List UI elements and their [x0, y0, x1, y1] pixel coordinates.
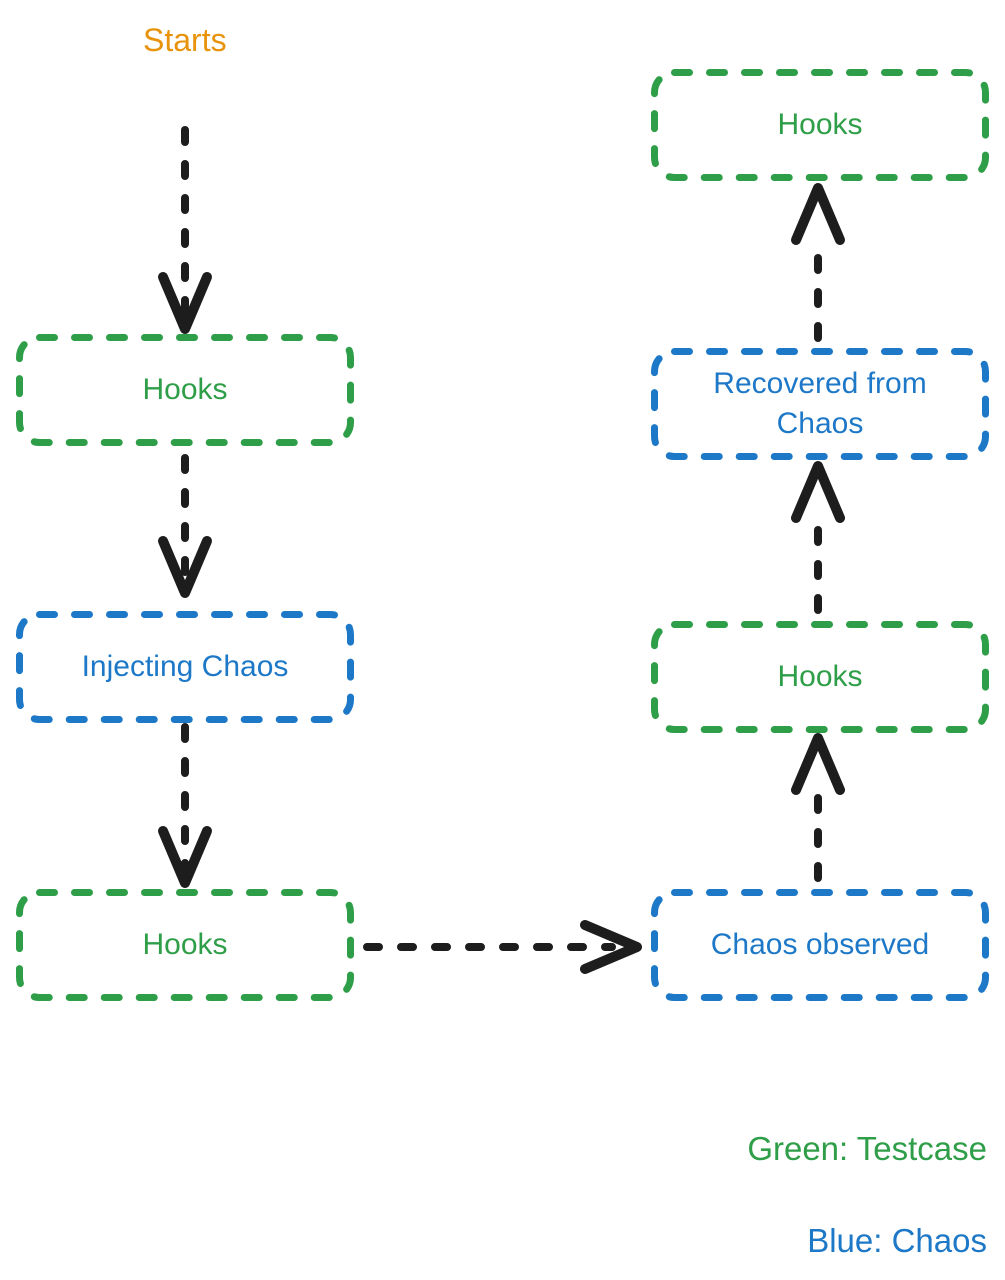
- node-label: Hooks: [777, 660, 863, 694]
- node-injecting-chaos: Injecting Chaos: [15, 610, 355, 724]
- start-label: Starts: [143, 22, 227, 58]
- node-hooks-3: Hooks: [650, 620, 990, 734]
- node-label: Recovered from Chaos: [713, 367, 927, 440]
- legend-testcase: Green: Testcase: [747, 1130, 987, 1167]
- node-label: Hooks: [777, 108, 863, 142]
- node-hooks-4: Hooks: [650, 68, 990, 182]
- arrow-recovered-to-hooks-4: [791, 183, 845, 342]
- arrow-injecting-chaos-to-hooks-2: [158, 723, 212, 888]
- node-label: Hooks: [142, 928, 228, 962]
- legend-chaos: Blue: Chaos: [807, 1222, 987, 1259]
- node-recovered-from-chaos: Recovered from Chaos: [650, 347, 990, 461]
- arrow-hooks-1-to-injecting-chaos: [158, 454, 212, 598]
- arrow-start-to-hooks-1: [158, 126, 212, 334]
- arrow-chaos-observed-to-hooks-3: [791, 733, 845, 882]
- node-label: Chaos observed: [710, 928, 930, 962]
- node-label: Hooks: [142, 373, 228, 407]
- node-label: Injecting Chaos: [81, 650, 289, 684]
- arrow-hooks-3-to-recovered: [791, 461, 845, 614]
- arrow-hooks-2-to-chaos-observed: [363, 920, 642, 974]
- node-hooks-2: Hooks: [15, 888, 355, 1002]
- node-chaos-observed: Chaos observed: [650, 888, 990, 1002]
- node-hooks-1: Hooks: [15, 333, 355, 447]
